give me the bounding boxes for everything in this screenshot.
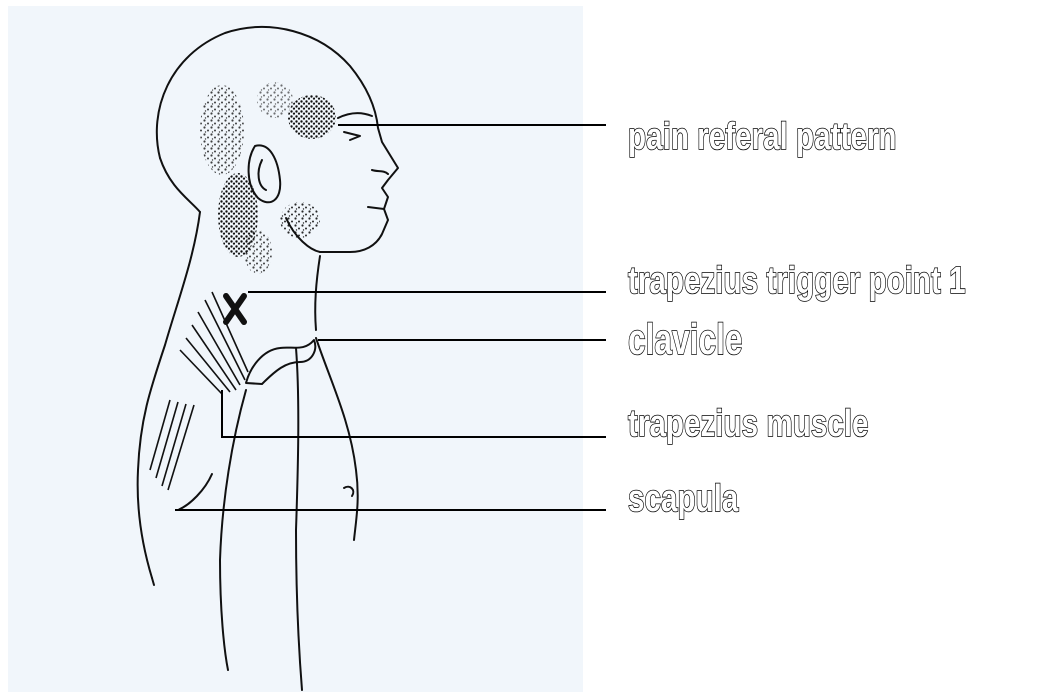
arm-back-outline (152, 578, 154, 585)
ear-inner (259, 160, 266, 190)
scapula-edge (178, 474, 212, 510)
leader-trapezius-muscle (222, 390, 606, 437)
mouth (368, 207, 384, 209)
nipple (344, 487, 353, 496)
arm-inner-outline (296, 348, 302, 690)
label-pain-referral: pain referal pattern (628, 118, 896, 156)
eye (344, 132, 360, 140)
eyebrow (338, 113, 372, 118)
label-trapezius-muscle: trapezius muscle (628, 405, 869, 443)
back-neck-outline (138, 212, 200, 578)
label-clavicle: clavicle (628, 318, 743, 362)
trapezius-hatching (150, 292, 248, 490)
nostril (372, 170, 388, 174)
trigger-point-mark (226, 296, 244, 322)
head-outline (157, 27, 398, 252)
arm-front-outline (220, 390, 246, 670)
label-scapula: scapula (628, 480, 738, 518)
label-trigger-point: trapezius trigger point 1 (628, 262, 966, 300)
clavicle-shape (246, 340, 315, 384)
nape-outline (160, 158, 200, 212)
pain-referral-stipple (200, 82, 336, 274)
